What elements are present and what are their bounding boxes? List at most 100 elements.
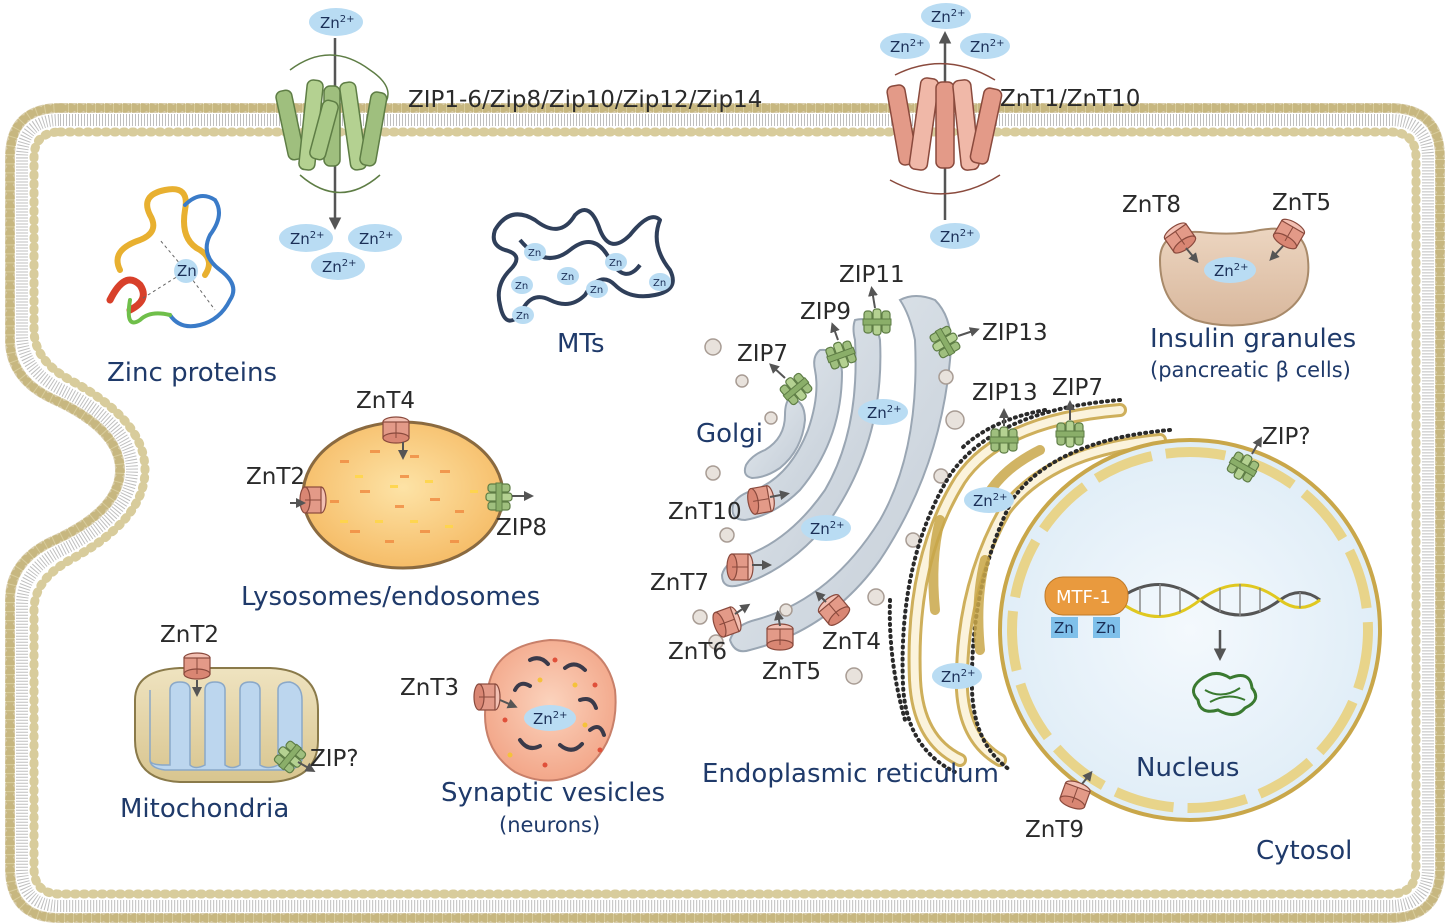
endoplasmic-reticulum: Zn2+ Zn2+ ZIP13 ZIP7 Endoplasmic reticul… xyxy=(702,375,1172,789)
zip-mito-label: ZIP? xyxy=(310,746,359,772)
zip-transporter-icon xyxy=(1055,420,1085,448)
zip-family-label: ZIP1-6/Zip8/Zip10/Zip12/Zip14 xyxy=(408,87,762,113)
znt-transporter-icon xyxy=(299,486,327,514)
svg-text:Zn2+: Zn2+ xyxy=(810,520,845,538)
zip-family-transporter: Zn2+ ZIP1-6/Zip8/Zip10/Zip12/Zip14 Zn2+ … xyxy=(275,8,762,280)
arrow-icon xyxy=(1081,770,1093,785)
svg-text:Zn2+: Zn2+ xyxy=(973,492,1008,510)
arrow-icon xyxy=(297,761,316,772)
svg-text:Zn2+: Zn2+ xyxy=(322,258,357,276)
arrow-icon xyxy=(774,610,784,627)
zip11-label: ZIP11 xyxy=(839,262,905,288)
zip8-label: ZIP8 xyxy=(496,515,547,541)
svg-text:Zn: Zn xyxy=(609,258,622,269)
zn-ion xyxy=(964,487,1014,513)
znt1-znt10-transporter: Zn2+ Zn2+ Zn2+ ZnT1/ZnT10 Zn2+ xyxy=(880,3,1140,249)
znt-transporter-icon xyxy=(473,683,501,711)
zn-ion xyxy=(311,252,365,280)
arrow-icon xyxy=(830,322,840,341)
svg-text:Zn2+: Zn2+ xyxy=(533,710,568,728)
znt9-label: ZnT9 xyxy=(1025,817,1084,843)
zn-ion xyxy=(279,224,333,252)
arrow-icon xyxy=(868,286,878,309)
svg-text:Zn2+: Zn2+ xyxy=(970,38,1005,56)
znt-transporter-icon xyxy=(726,553,754,581)
zip-nucleus-label: ZIP? xyxy=(1262,424,1311,450)
zn-ion xyxy=(1051,617,1078,638)
svg-text:Zn: Zn xyxy=(177,262,197,280)
arrow-icon xyxy=(1185,247,1199,264)
znt5-golgi-label: ZnT5 xyxy=(762,659,821,685)
metallothioneins: Zn Zn Zn Zn Zn Zn Zn MTs xyxy=(491,208,675,359)
znt4-golgi-label: ZnT4 xyxy=(822,629,881,655)
zn-ion xyxy=(930,223,980,249)
svg-text:Zn2+: Zn2+ xyxy=(290,230,325,248)
zip-transporter-icon xyxy=(862,308,892,336)
zn-ion xyxy=(1093,617,1120,638)
arrow-icon xyxy=(1269,245,1284,261)
svg-text:Zn2+: Zn2+ xyxy=(867,404,902,422)
zn-ion xyxy=(1204,257,1256,283)
nucleus-label: Nucleus xyxy=(1136,753,1239,783)
svg-text:Zn: Zn xyxy=(516,311,529,322)
zip13-er-label: ZIP13 xyxy=(972,380,1038,406)
zip13-golgi-label: ZIP13 xyxy=(982,320,1048,346)
znt3-label: ZnT3 xyxy=(400,675,459,701)
zip-transporter-icon xyxy=(485,482,513,512)
zn-ion xyxy=(309,8,363,36)
mts-label: MTs xyxy=(557,329,605,359)
er-label: Endoplasmic reticulum xyxy=(702,759,999,789)
dna-icon xyxy=(1119,583,1321,617)
synaptic-vesicle: Zn2+ ZnT3 Synaptic vesicles (neurons) xyxy=(400,638,665,837)
zip7-golgi-label: ZIP7 xyxy=(737,341,788,367)
arrow-icon xyxy=(769,490,790,501)
zn-ion xyxy=(880,33,930,59)
insulin-sub-label: (pancreatic β cells) xyxy=(1150,358,1351,382)
zn-ion: Zn Zn Zn Zn Zn Zn Zn xyxy=(511,243,671,324)
zn-ion xyxy=(524,705,576,731)
nucleus: MTF-1 Zn Zn ZIP? Nucleus ZnT9 xyxy=(998,424,1382,843)
svg-text:Zn2+: Zn2+ xyxy=(941,668,976,686)
znt-transporter-icon xyxy=(886,62,1003,195)
zip-transporter-icon xyxy=(989,426,1019,454)
zn-ion xyxy=(960,33,1010,59)
arrow-icon xyxy=(769,363,786,379)
svg-text:Zn2+: Zn2+ xyxy=(931,8,966,26)
znt6-label: ZnT6 xyxy=(668,639,727,665)
cytosol-label: Cytosol xyxy=(1256,836,1352,866)
svg-text:Zn: Zn xyxy=(590,285,603,296)
zip7-er-label: ZIP7 xyxy=(1052,375,1103,401)
znt1-znt10-label: ZnT1/ZnT10 xyxy=(1000,86,1140,112)
golgi-label: Golgi xyxy=(696,419,763,449)
neurons-label: (neurons) xyxy=(499,813,600,837)
zn-ion xyxy=(932,663,982,689)
zn-ion xyxy=(348,224,402,252)
lysosomes-label: Lysosomes/endosomes xyxy=(241,582,540,612)
svg-text:Zn: Zn xyxy=(1096,619,1116,637)
svg-text:Zn: Zn xyxy=(528,248,541,259)
znt7-label: ZnT7 xyxy=(650,570,709,596)
svg-text:Zn: Zn xyxy=(515,281,528,292)
svg-text:Zn2+: Zn2+ xyxy=(940,228,975,246)
znt4-lyso-label: ZnT4 xyxy=(356,388,415,414)
znt-transporter-icon xyxy=(382,416,410,444)
svg-text:MTF-1: MTF-1 xyxy=(1056,587,1111,608)
protein-icon xyxy=(1192,672,1258,716)
zip-transporter-icon xyxy=(275,54,389,194)
mitochondrion: ZnT2 ZIP? Mitochondria xyxy=(120,622,359,824)
zinc-proteins-label: Zinc proteins xyxy=(107,358,277,388)
znt2-mito-label: ZnT2 xyxy=(160,622,219,648)
zn-ion xyxy=(801,515,851,541)
svg-text:Zn2+: Zn2+ xyxy=(359,230,394,248)
svg-text:Zn: Zn xyxy=(561,272,574,283)
insulin-granules-label: Insulin granules xyxy=(1150,324,1356,354)
svg-text:Zn2+: Zn2+ xyxy=(890,38,925,56)
arrow-icon xyxy=(815,591,827,603)
znt-transporter-icon xyxy=(766,623,794,651)
znt-transporter-icon xyxy=(745,484,777,516)
svg-text:Zn: Zn xyxy=(1054,619,1074,637)
lysosome: ZnT4 ZnT2 ZIP8 Lysosomes/endosomes xyxy=(241,388,547,612)
znt8-label: ZnT8 xyxy=(1122,192,1181,218)
znt10-golgi-label: ZnT10 xyxy=(668,499,742,525)
